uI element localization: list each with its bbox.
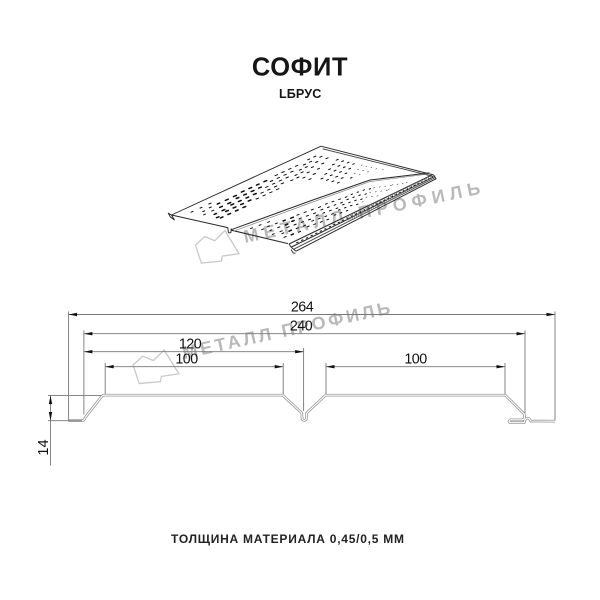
svg-text:120: 120 [179,337,202,353]
svg-text:LБРУС: LБРУС [279,87,321,101]
svg-text:СОФИТ: СОФИТ [252,53,348,81]
svg-text:240: 240 [290,319,313,335]
svg-text:ТОЛЩИНА МАТЕРИАЛА 0,45/0,5 ММ: ТОЛЩИНА МАТЕРИАЛА 0,45/0,5 ММ [171,532,405,546]
svg-text:264: 264 [291,300,314,316]
svg-text:14: 14 [36,439,52,455]
svg-text:100: 100 [175,352,198,368]
svg-text:100: 100 [404,352,427,368]
